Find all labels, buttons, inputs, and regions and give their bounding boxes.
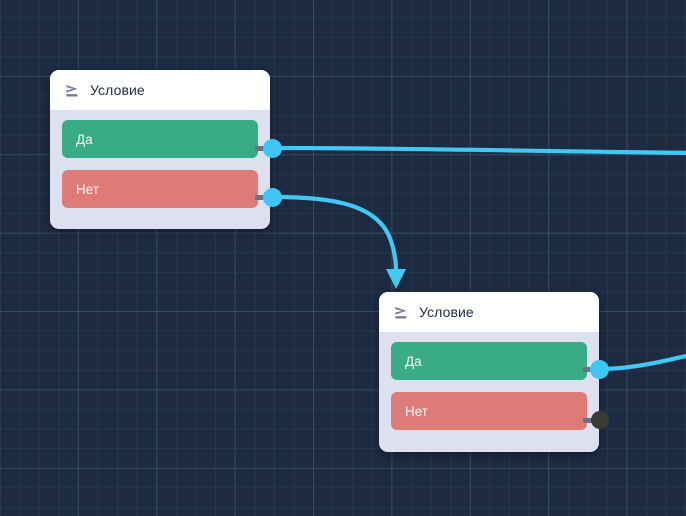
port-label-yes: Да [405, 353, 422, 369]
node-condition-2[interactable]: Условие Да Нет [379, 292, 599, 452]
edge-node1-yes-out [270, 145, 686, 156]
port-row-yes[interactable]: Да [62, 120, 258, 158]
node-header[interactable]: Условие [379, 292, 599, 332]
greater-than-or-equal-icon [395, 306, 407, 318]
port-label-yes: Да [76, 131, 93, 147]
port-label-no: Нет [76, 181, 99, 197]
port-knob-node1-yes[interactable] [263, 138, 282, 158]
node-body: Да Нет [50, 110, 270, 220]
node-body: Да Нет [379, 332, 599, 442]
edge-arrowhead-icon [386, 269, 406, 289]
port-knob-node1-no[interactable] [263, 187, 282, 207]
edge-node1-no-to-node2 [271, 194, 399, 273]
port-row-yes[interactable]: Да [391, 342, 587, 380]
port-row-no[interactable]: Нет [391, 392, 587, 430]
port-knob-node2-no[interactable] [591, 411, 609, 429]
edge-node2-yes-out [597, 353, 686, 372]
node-title: Условие [419, 304, 474, 320]
node-condition-1[interactable]: Условие Да Нет [50, 70, 270, 229]
port-knob-node2-yes[interactable] [590, 359, 609, 379]
node-title: Условие [90, 82, 145, 98]
node-header[interactable]: Условие [50, 70, 270, 110]
port-label-no: Нет [405, 403, 428, 419]
greater-than-or-equal-icon [66, 84, 78, 96]
port-row-no[interactable]: Нет [62, 170, 258, 208]
